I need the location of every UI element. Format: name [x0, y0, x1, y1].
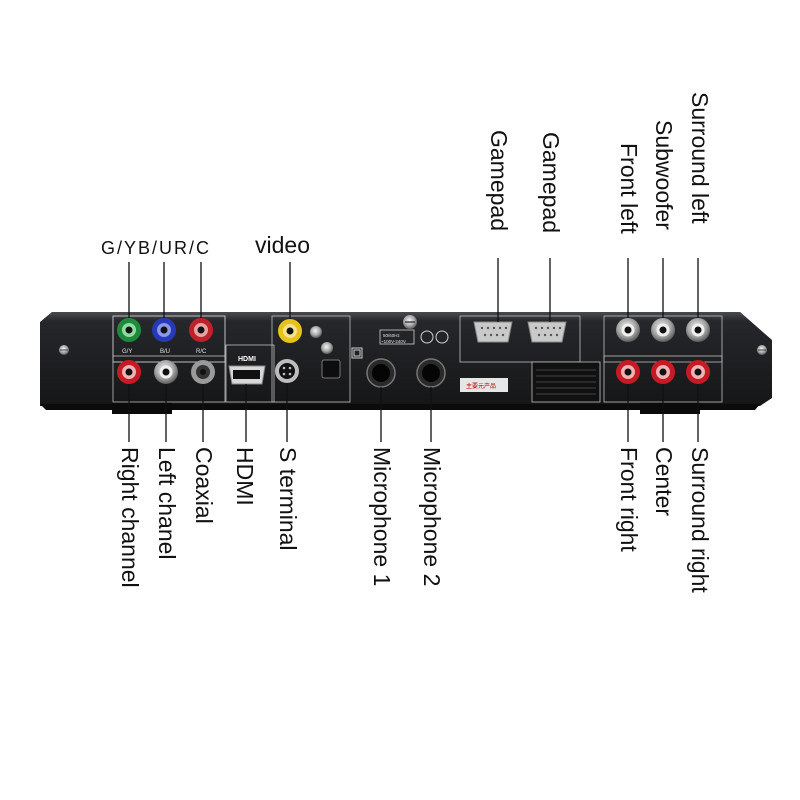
microphone-1-jack[interactable]	[366, 358, 396, 388]
surround-right-label: Surround right	[687, 447, 713, 593]
coaxial-jack[interactable]	[191, 360, 215, 384]
ground-symbol-icon	[351, 347, 363, 359]
subwoofer-jack[interactable]	[651, 318, 675, 342]
subwoofer-label: Subwoofer	[651, 120, 677, 230]
gamepad-2-label: Gamepad	[538, 132, 564, 234]
left-channel-label: Left chanel	[154, 447, 180, 560]
panel-text-bu: B/U	[160, 349, 170, 355]
right-channel-jack[interactable]	[117, 360, 141, 384]
component-jack-red[interactable]	[189, 318, 213, 342]
s-terminal-port[interactable]	[275, 359, 299, 383]
s-terminal-label: S terminal	[275, 447, 301, 551]
component-jack-blue[interactable]	[152, 318, 176, 342]
surround-right-jack[interactable]	[686, 360, 710, 384]
video-jack[interactable]	[278, 319, 302, 343]
panel-spec-line-2: ~100V-240V	[381, 339, 406, 344]
component-label: G/YB/UR/C	[101, 238, 212, 258]
gamepad-port-2[interactable]	[527, 321, 567, 343]
center-jack[interactable]	[651, 360, 675, 384]
surround-left-label: Surround left	[687, 92, 713, 224]
panel-text-gy: G/Y	[122, 349, 132, 355]
surround-left-jack[interactable]	[686, 318, 710, 342]
screw-right	[757, 345, 767, 355]
microphone-2-label: Microphone 2	[419, 447, 445, 587]
screw-center	[403, 315, 417, 329]
gamepad-port-1[interactable]	[473, 321, 513, 343]
info-label-plate	[460, 361, 601, 403]
left-channel-jack[interactable]	[154, 360, 178, 384]
component-jack-green[interactable]	[117, 318, 141, 342]
microphone-2-jack[interactable]	[416, 358, 446, 388]
screw-left	[59, 345, 69, 355]
rf-connector[interactable]	[310, 326, 333, 354]
right-channel-label: Right channel	[117, 447, 143, 588]
front-left-jack[interactable]	[616, 318, 640, 342]
gamepad-1-label: Gamepad	[486, 130, 512, 232]
panel-plate-title: 主要元产品	[466, 382, 496, 390]
front-right-jack[interactable]	[616, 360, 640, 384]
optical-port[interactable]	[321, 359, 341, 379]
panel-text-rc: R/C	[196, 349, 207, 355]
video-label: video	[255, 232, 310, 258]
callout-lines	[128, 258, 699, 442]
front-left-label: Front left	[616, 143, 642, 234]
center-label: Center	[651, 447, 677, 517]
coaxial-label: Coaxial	[191, 447, 217, 524]
microphone-1-label: Microphone 1	[369, 447, 395, 587]
panel-spec-line-1: 50/60Hz	[383, 333, 401, 338]
certification-icon	[420, 330, 449, 344]
hdmi-port[interactable]	[228, 365, 266, 385]
hdmi-label: HDMI	[232, 447, 258, 506]
panel-text-hdmi: HDMI	[238, 356, 256, 363]
front-right-label: Front right	[616, 447, 642, 552]
